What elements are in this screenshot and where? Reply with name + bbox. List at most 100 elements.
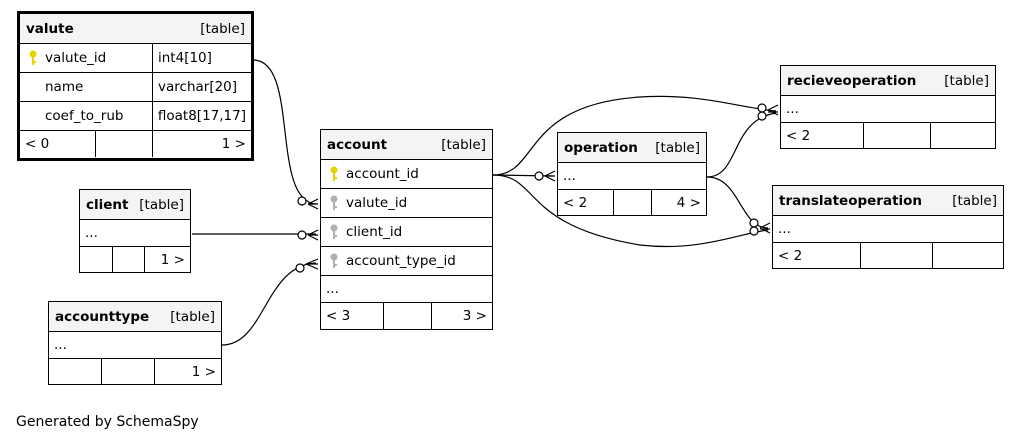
column-name: account_id (346, 166, 419, 182)
table-operation[interactable]: operation [table] ... < 2 4 > (557, 132, 707, 216)
edge-accounttype-account (221, 262, 317, 346)
foreign-key-icon (326, 224, 342, 240)
table-recieveoperation[interactable]: recieveoperation [table] ... < 2 (780, 65, 996, 149)
column-row[interactable]: coef_to_rub float8[17,17] (20, 102, 251, 131)
table-header: operation [table] (558, 133, 706, 163)
edge-marker-circle (757, 103, 767, 113)
table-header: client [table] (80, 190, 190, 220)
column-name: valute_id (346, 195, 408, 211)
parent-count[interactable]: < 2 (778, 248, 803, 264)
column-ellipsis: ... (326, 281, 339, 297)
column-name: account_type_id (346, 253, 456, 269)
crows-foot (307, 198, 319, 210)
table-name: operation (564, 139, 638, 156)
edge-marker-circle (749, 226, 759, 236)
column-ellipsis: ... (54, 337, 67, 353)
table-tag: [table] (441, 136, 486, 153)
crows-foot (767, 104, 779, 116)
table-name: valute (26, 20, 74, 37)
column-row[interactable]: ... (781, 96, 995, 123)
parent-count[interactable]: < 0 (25, 136, 50, 152)
child-count[interactable]: 3 > (431, 303, 492, 329)
table-footer: < 0 1 > (20, 131, 251, 157)
edge-operation-recieveoperation (706, 112, 777, 178)
table-header: translateoperation [table] (773, 186, 1003, 216)
table-header: recieveoperation [table] (781, 66, 995, 96)
crows-foot (759, 222, 771, 234)
crows-foot (305, 258, 319, 270)
table-account[interactable]: account [table] account_id valute_id cli… (320, 129, 493, 330)
edge-marker-circle (749, 218, 759, 228)
table-name: accounttype (55, 308, 150, 325)
parent-count[interactable]: < 2 (563, 195, 588, 211)
edge-marker-circle (534, 171, 544, 181)
table-name: client (86, 196, 129, 213)
column-row[interactable]: valute_id int4[10] (20, 44, 251, 73)
column-type: varchar[20] (152, 73, 251, 101)
parent-count[interactable]: < 2 (786, 128, 811, 144)
column-name: client_id (346, 224, 403, 240)
foreign-key-icon (326, 195, 342, 211)
table-name: account (327, 136, 388, 153)
column-ellipsis: ... (786, 101, 799, 117)
column-name: coef_to_rub (45, 108, 124, 124)
column-type: int4[10] (152, 44, 251, 72)
primary-key-icon (326, 166, 342, 182)
column-ellipsis: ... (778, 221, 791, 237)
primary-key-icon (25, 50, 41, 66)
table-name: translateoperation (779, 192, 923, 209)
column-row[interactable]: name varchar[20] (20, 73, 251, 102)
table-tag: [table] (944, 72, 989, 89)
child-count[interactable]: 1 > (152, 131, 251, 157)
table-footer: 1 > (80, 247, 190, 273)
edge-marker-circle (757, 111, 767, 121)
foreign-key-icon (326, 253, 342, 269)
table-tag: [table] (655, 139, 700, 156)
column-row[interactable]: ... (321, 276, 492, 303)
table-footer: 1 > (49, 359, 221, 385)
edge-valute-account (252, 59, 317, 205)
crows-foot (307, 229, 319, 241)
table-client[interactable]: client [table] ... 1 > (79, 189, 191, 273)
column-ellipsis: ... (563, 168, 576, 184)
column-name: valute_id (45, 50, 107, 66)
table-footer: < 3 3 > (321, 303, 492, 329)
child-count[interactable]: 1 > (144, 247, 190, 273)
column-row[interactable]: account_type_id (321, 247, 492, 276)
crows-foot (544, 170, 556, 182)
column-row[interactable]: ... (80, 220, 190, 247)
generated-by-text: Generated by SchemaSpy (16, 414, 199, 430)
table-header: accounttype [table] (49, 302, 221, 332)
table-footer: < 2 4 > (558, 190, 706, 216)
column-row[interactable]: valute_id (321, 189, 492, 218)
column-row[interactable]: account_id (321, 160, 492, 189)
column-row[interactable]: ... (773, 216, 1003, 243)
table-valute[interactable]: valute [table] valute_id int4[10] name v… (17, 11, 254, 161)
column-row[interactable]: ... (49, 332, 221, 359)
column-name: name (45, 79, 84, 95)
edge-account-recieveoperation (492, 95, 777, 176)
edge-marker-circle (295, 263, 305, 273)
table-header: valute [table] (20, 14, 251, 44)
table-tag: [table] (952, 192, 997, 209)
column-ellipsis: ... (85, 225, 98, 241)
edge-marker-circle (297, 196, 307, 206)
edge-marker-circle (297, 230, 307, 240)
table-accounttype[interactable]: accounttype [table] ... 1 > (48, 301, 222, 385)
edge-account-translateoperation (492, 174, 769, 248)
column-row[interactable]: ... (558, 163, 706, 190)
table-name: recieveoperation (787, 72, 917, 89)
table-tag: [table] (139, 196, 184, 213)
table-footer: < 2 (773, 243, 1003, 269)
table-translateoperation[interactable]: translateoperation [table] ... < 2 (772, 185, 1004, 269)
child-count[interactable]: 1 > (154, 359, 221, 385)
edge-operation-translateoperation (706, 176, 769, 229)
child-count[interactable]: 4 > (651, 190, 706, 216)
column-type: float8[17,17] (151, 102, 251, 130)
column-row[interactable]: client_id (321, 218, 492, 247)
table-footer: < 2 (781, 123, 995, 149)
table-tag: [table] (170, 308, 215, 325)
table-header: account [table] (321, 130, 492, 160)
parent-count[interactable]: < 3 (326, 308, 351, 324)
